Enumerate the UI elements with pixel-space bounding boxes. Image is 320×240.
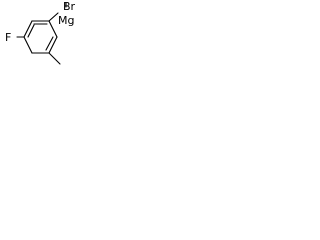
bond-ring-to-magnesium xyxy=(48,12,59,22)
ring-bond-right xyxy=(48,36,58,54)
chemical-structure-diagram: Br Mg F xyxy=(5,0,76,65)
ring-double-bond-right xyxy=(45,36,54,51)
ring-bond-top-right xyxy=(48,20,58,38)
ring-bond-left xyxy=(23,20,33,38)
bromine-label: Br xyxy=(63,0,76,13)
ring-bond-bottom-left xyxy=(23,36,33,54)
ring-double-bond-left xyxy=(27,24,35,38)
fluorine-label: F xyxy=(5,31,11,44)
bond-ring-to-methyl xyxy=(48,52,61,65)
magnesium-label: Mg xyxy=(58,14,74,27)
